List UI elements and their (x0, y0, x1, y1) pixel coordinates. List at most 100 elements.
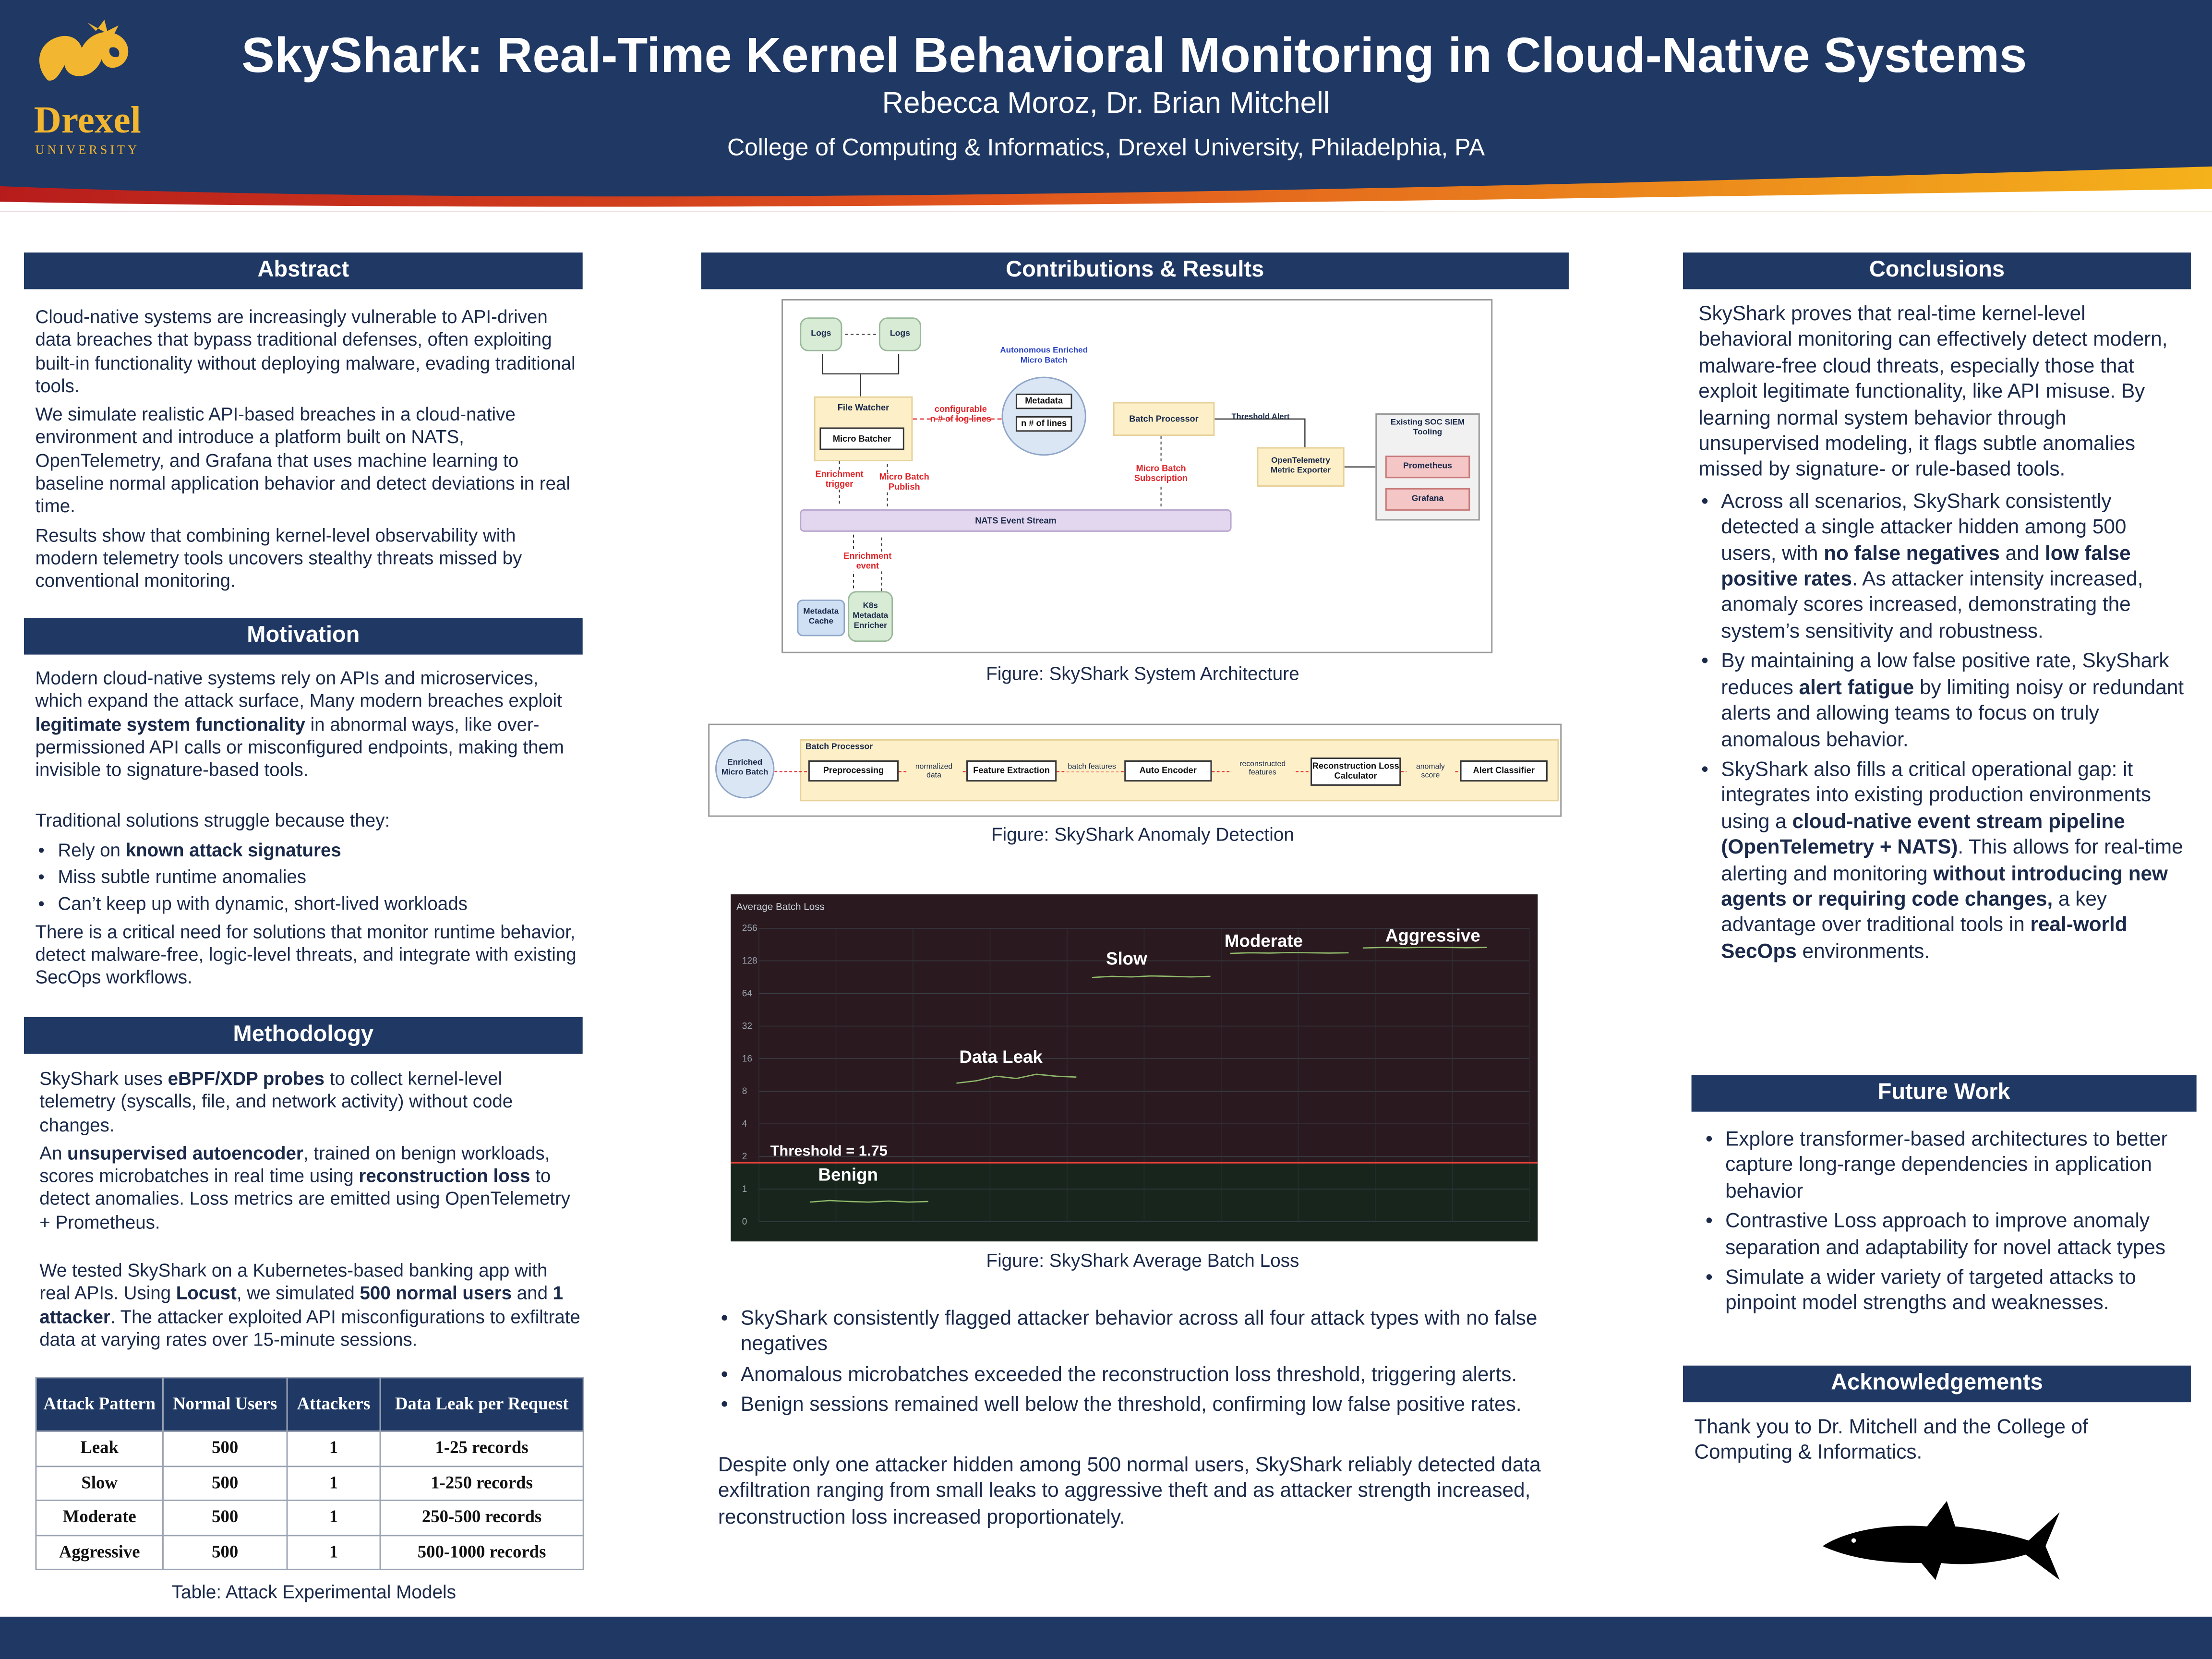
header-banner: Drexel UNIVERSITY SkyShark: Real-Time Ke… (0, 0, 2212, 212)
conclusions-body: SkyShark proves that real-time kernel-le… (1698, 302, 2184, 970)
metadata-box: Metadata (1015, 393, 1072, 409)
y-tick-label: 128 (742, 956, 757, 966)
reconstruction-loss-box: Reconstruction Loss Calculator (1310, 757, 1401, 786)
grafana-box: Grafana (1385, 488, 1470, 511)
list-item: Rely on known attack signatures (35, 839, 579, 863)
y-tick-label: 2 (742, 1152, 747, 1162)
list-item: Across all scenarios, SkyShark consisten… (1698, 489, 2184, 645)
fig1-caption: Figure: SkyShark System Architecture (986, 663, 1299, 685)
abstract-p1: Cloud-native systems are increasingly vu… (35, 306, 576, 397)
list-item: Explore transformer-based architectures … (1703, 1127, 2191, 1205)
alert-classifier-box: Alert Classifier (1460, 760, 1548, 782)
conclusions-p1: SkyShark proves that real-time kernel-le… (1698, 303, 2168, 482)
list-item: Contrastive Loss approach to improve ano… (1703, 1209, 2191, 1261)
list-item: Anomalous microbatches exceeded the reco… (718, 1362, 1564, 1389)
series-line (809, 1200, 928, 1203)
logo-wordmark: Drexel (34, 98, 141, 141)
series-label: Aggressive (1385, 926, 1480, 946)
motivation-p2: Traditional solutions struggle because t… (35, 810, 390, 832)
motivation-body: Modern cloud-native systems rely on APIs… (35, 667, 579, 995)
series-label: Data Leak (959, 1047, 1043, 1067)
methodology-body: SkyShark uses eBPF/XDP probes to collect… (39, 1068, 581, 1358)
series-line (1362, 947, 1487, 949)
motivation-list: Rely on known attack signatures Miss sub… (35, 839, 579, 917)
methodology-p3: We tested SkyShark on a Kubernetes-based… (39, 1260, 580, 1350)
abstract-p3: Results show that combining kernel-level… (35, 524, 522, 592)
logo-subtext: UNIVERSITY (35, 142, 140, 157)
table-header: Attackers (286, 1377, 381, 1432)
poster-affiliation: College of Computing & Informatics, Drex… (727, 134, 1485, 161)
enrich-event-label: Enrichment event (836, 552, 899, 572)
fig3-caption: Figure: SkyShark Average Batch Loss (986, 1250, 1299, 1271)
auto-batch-title: Autonomous Enriched Micro Batch (1000, 347, 1088, 366)
motivation-p3: There is a critical need for solutions t… (35, 921, 577, 988)
list-item: SkyShark also fills a critical operation… (1698, 757, 2184, 965)
motivation-p1: Modern cloud-native systems rely on APIs… (35, 667, 564, 781)
prometheus-box: Prometheus (1385, 456, 1470, 479)
anomaly-diagram: Enriched Micro Batch Batch Processor Pre… (708, 723, 1562, 817)
threshold-label: Threshold = 1.75 (770, 1142, 888, 1159)
list-item: Can’t keep up with dynamic, short-lived … (35, 893, 579, 917)
series-label: Slow (1106, 949, 1147, 968)
series-line (1092, 975, 1211, 978)
k8s-enricher-cylinder: K8s Metadata Enricher (848, 591, 893, 642)
methodology-p1: SkyShark uses eBPF/XDP probes to collect… (39, 1068, 513, 1135)
y-tick-label: 32 (742, 1021, 752, 1031)
table-caption: Table: Attack Experimental Models (171, 1581, 457, 1603)
y-tick-label: 1 (742, 1184, 747, 1194)
attack-table: Attack Pattern Normal Users Attackers Da… (35, 1377, 584, 1570)
header-background (0, 0, 2212, 212)
poster-title: SkyShark: Real-Time Kernel Behavioral Mo… (241, 28, 2027, 84)
batch-features-label: batch features (1065, 763, 1119, 772)
micro-batcher-box: Micro Batcher (819, 427, 904, 450)
abstract-heading: Abstract (24, 252, 583, 289)
reconstructed-features-label: reconstructed features (1231, 760, 1294, 778)
list-item: SkyShark consistently flagged attacker b… (718, 1306, 1564, 1358)
logs-cylinder-1: Logs (800, 317, 842, 351)
file-watcher-label: File Watcher (837, 403, 890, 414)
list-item: By maintaining a low false positive rate… (1698, 649, 2184, 753)
footer-bar (0, 1616, 2212, 1659)
conclusions-heading: Conclusions (1683, 252, 2191, 289)
future-body: Explore transformer-based architectures … (1703, 1127, 2191, 1322)
table-header: Attack Pattern (35, 1377, 164, 1432)
abstract-body: Cloud-native systems are increasingly vu… (35, 306, 579, 599)
methodology-heading: Methodology (24, 1017, 583, 1054)
metadata-cache-box: Metadata Cache (797, 599, 845, 637)
series-label: Moderate (1225, 931, 1303, 950)
logs-cylinder-2: Logs (878, 317, 922, 351)
y-tick-label: 64 (742, 988, 753, 998)
normalized-data-label: normalized data (907, 763, 961, 781)
table-header: Data Leak per Request (379, 1377, 584, 1432)
n-lines-box: n # of lines (1015, 416, 1072, 432)
pipeline-label: Batch Processor (805, 743, 873, 752)
motivation-heading: Motivation (24, 618, 583, 655)
above-threshold-band (731, 894, 1538, 1163)
autoencoder-box: Auto Encoder (1124, 760, 1212, 782)
preprocessing-box: Preprocessing (808, 760, 899, 782)
soc-label: Existing SOC SIEM Tooling (1390, 419, 1465, 438)
y-tick-label: 0 (742, 1217, 747, 1227)
micro-batch-sub-label: Micro Batch Subscription (1127, 464, 1195, 484)
series-line (1230, 951, 1349, 954)
drexel-logo: Drexel UNIVERSITY (20, 17, 155, 158)
architecture-diagram: Logs Logs File Watcher Micro Batcher con… (781, 299, 1493, 653)
pipeline-arrows (774, 771, 1460, 772)
fig2-caption: Figure: SkyShark Anomaly Detection (991, 824, 1294, 845)
y-tick-label: 256 (742, 924, 757, 934)
series-line (956, 1073, 1077, 1084)
list-item: Simulate a wider variety of targeted att… (1703, 1265, 2191, 1317)
contrib-heading: Contributions & Results (701, 252, 1569, 289)
nats-stream-box: NATS Event Stream (800, 509, 1232, 532)
y-tick-label: 16 (742, 1054, 752, 1064)
table-header: Normal Users (162, 1377, 288, 1432)
feature-extraction-box: Feature Extraction (966, 760, 1057, 782)
future-heading: Future Work (1691, 1075, 2197, 1112)
otel-exporter-box: OpenTelemetry Metric Exporter (1257, 447, 1345, 487)
